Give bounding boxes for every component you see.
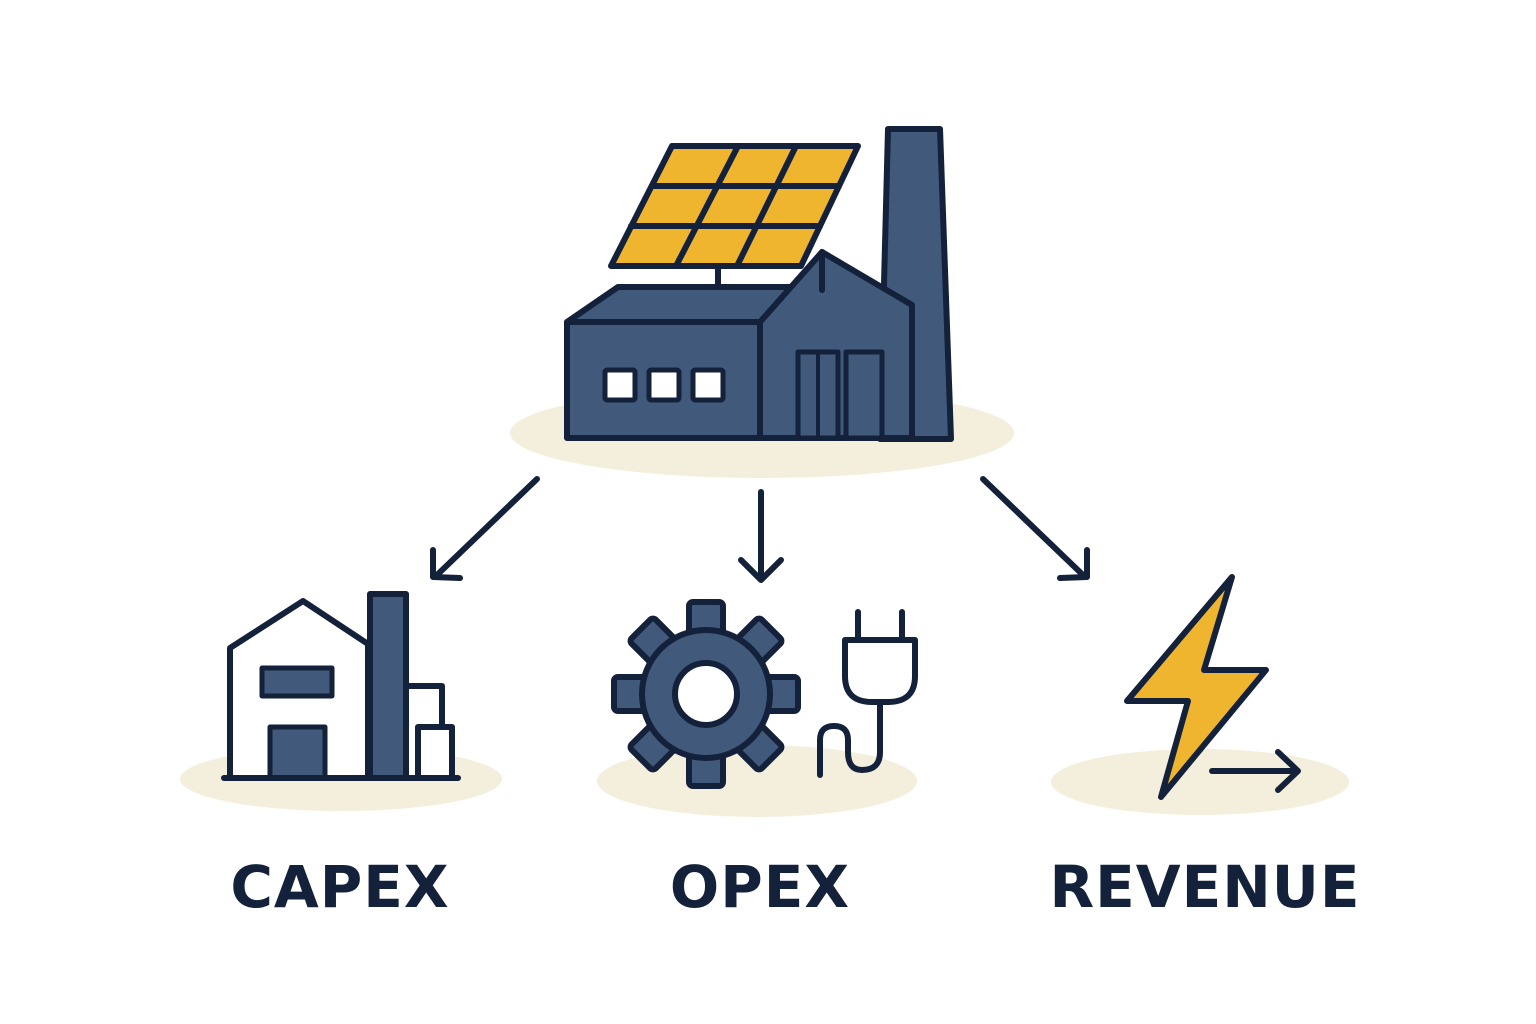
lightning-bolt-icon [1124, 574, 1269, 800]
gear-icon [611, 599, 801, 789]
factory-window [646, 367, 682, 403]
factory-window [690, 367, 726, 403]
opex-shadow [597, 745, 917, 817]
opex-label: OPEX [669, 853, 851, 921]
solar-panel [608, 143, 861, 269]
right-arrow-icon [1209, 749, 1301, 793]
factory-building-icon [221, 591, 461, 781]
arrow-to-capex [430, 476, 540, 581]
power-plug-icon [817, 609, 918, 778]
factory-doors [795, 349, 885, 441]
revenue-label: REVENUE [1049, 853, 1361, 921]
solar-factory-icon [564, 126, 954, 442]
factory-window [602, 367, 638, 403]
capex-label: CAPEX [230, 853, 450, 921]
revenue-shadow [1051, 749, 1349, 815]
arrow-to-revenue [980, 476, 1090, 581]
arrow-to-opex [738, 489, 784, 583]
